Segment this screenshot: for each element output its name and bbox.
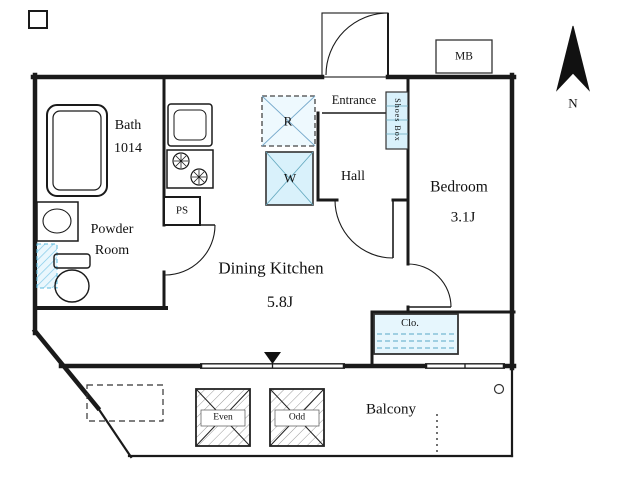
corner-column bbox=[28, 10, 48, 29]
pipe-space-label: PS bbox=[175, 204, 189, 217]
refrigerator-label: R bbox=[283, 113, 293, 129]
bath-size-label: 1014 bbox=[114, 141, 142, 156]
windows bbox=[200, 363, 505, 369]
hall-door bbox=[334, 199, 394, 259]
closet-box bbox=[373, 313, 459, 355]
direction-triangle-icon bbox=[264, 352, 281, 364]
hall-label: Hall bbox=[340, 169, 366, 184]
evacuation-hatch-even bbox=[195, 388, 251, 447]
bedroom-label: Bedroom bbox=[430, 178, 488, 196]
balcony-boundary bbox=[96, 366, 514, 459]
north-label: N bbox=[568, 95, 578, 111]
walls bbox=[30, 72, 517, 412]
hatch-even-label: Even bbox=[213, 412, 233, 423]
entrance-label: Entrance bbox=[331, 92, 377, 107]
balcony-dashed-area bbox=[86, 384, 164, 422]
shoes-box bbox=[385, 91, 409, 150]
toilet-icon bbox=[53, 253, 91, 303]
powder-room-door bbox=[164, 224, 216, 276]
bathtub-icon bbox=[46, 104, 108, 197]
bedroom-size-label: 3.1J bbox=[450, 209, 476, 226]
stove-icon bbox=[166, 149, 214, 189]
pipe-space-box bbox=[163, 196, 201, 226]
drain-icon bbox=[493, 383, 505, 395]
hatch-odd-label: Odd bbox=[288, 412, 306, 423]
powder-room-label-line2: Room bbox=[94, 243, 130, 258]
vanity-sink-icon bbox=[36, 201, 79, 242]
balcony-label: Balcony bbox=[366, 401, 416, 418]
north-arrow-icon bbox=[556, 25, 590, 92]
dining-kitchen-label: Dining Kitchen bbox=[218, 258, 324, 278]
powder-hatch-area bbox=[36, 243, 58, 289]
entrance-door bbox=[321, 12, 389, 78]
washer-label: W bbox=[283, 170, 297, 186]
meter-box-label: MB bbox=[455, 50, 473, 63]
shoes-box-label: Shoes Box bbox=[393, 98, 402, 142]
closet-label: Clo. bbox=[401, 317, 419, 329]
refrigerator-area bbox=[261, 95, 316, 147]
kitchen-sink-icon bbox=[167, 103, 213, 147]
powder-room-label-line1: Powder bbox=[90, 222, 134, 237]
meter-box bbox=[435, 39, 493, 74]
washer-area bbox=[265, 151, 314, 206]
bath-label: Bath bbox=[114, 118, 142, 133]
evacuation-hatch-odd bbox=[269, 388, 325, 447]
bedroom-door bbox=[407, 263, 452, 308]
dining-kitchen-size-label: 5.8J bbox=[266, 294, 294, 311]
